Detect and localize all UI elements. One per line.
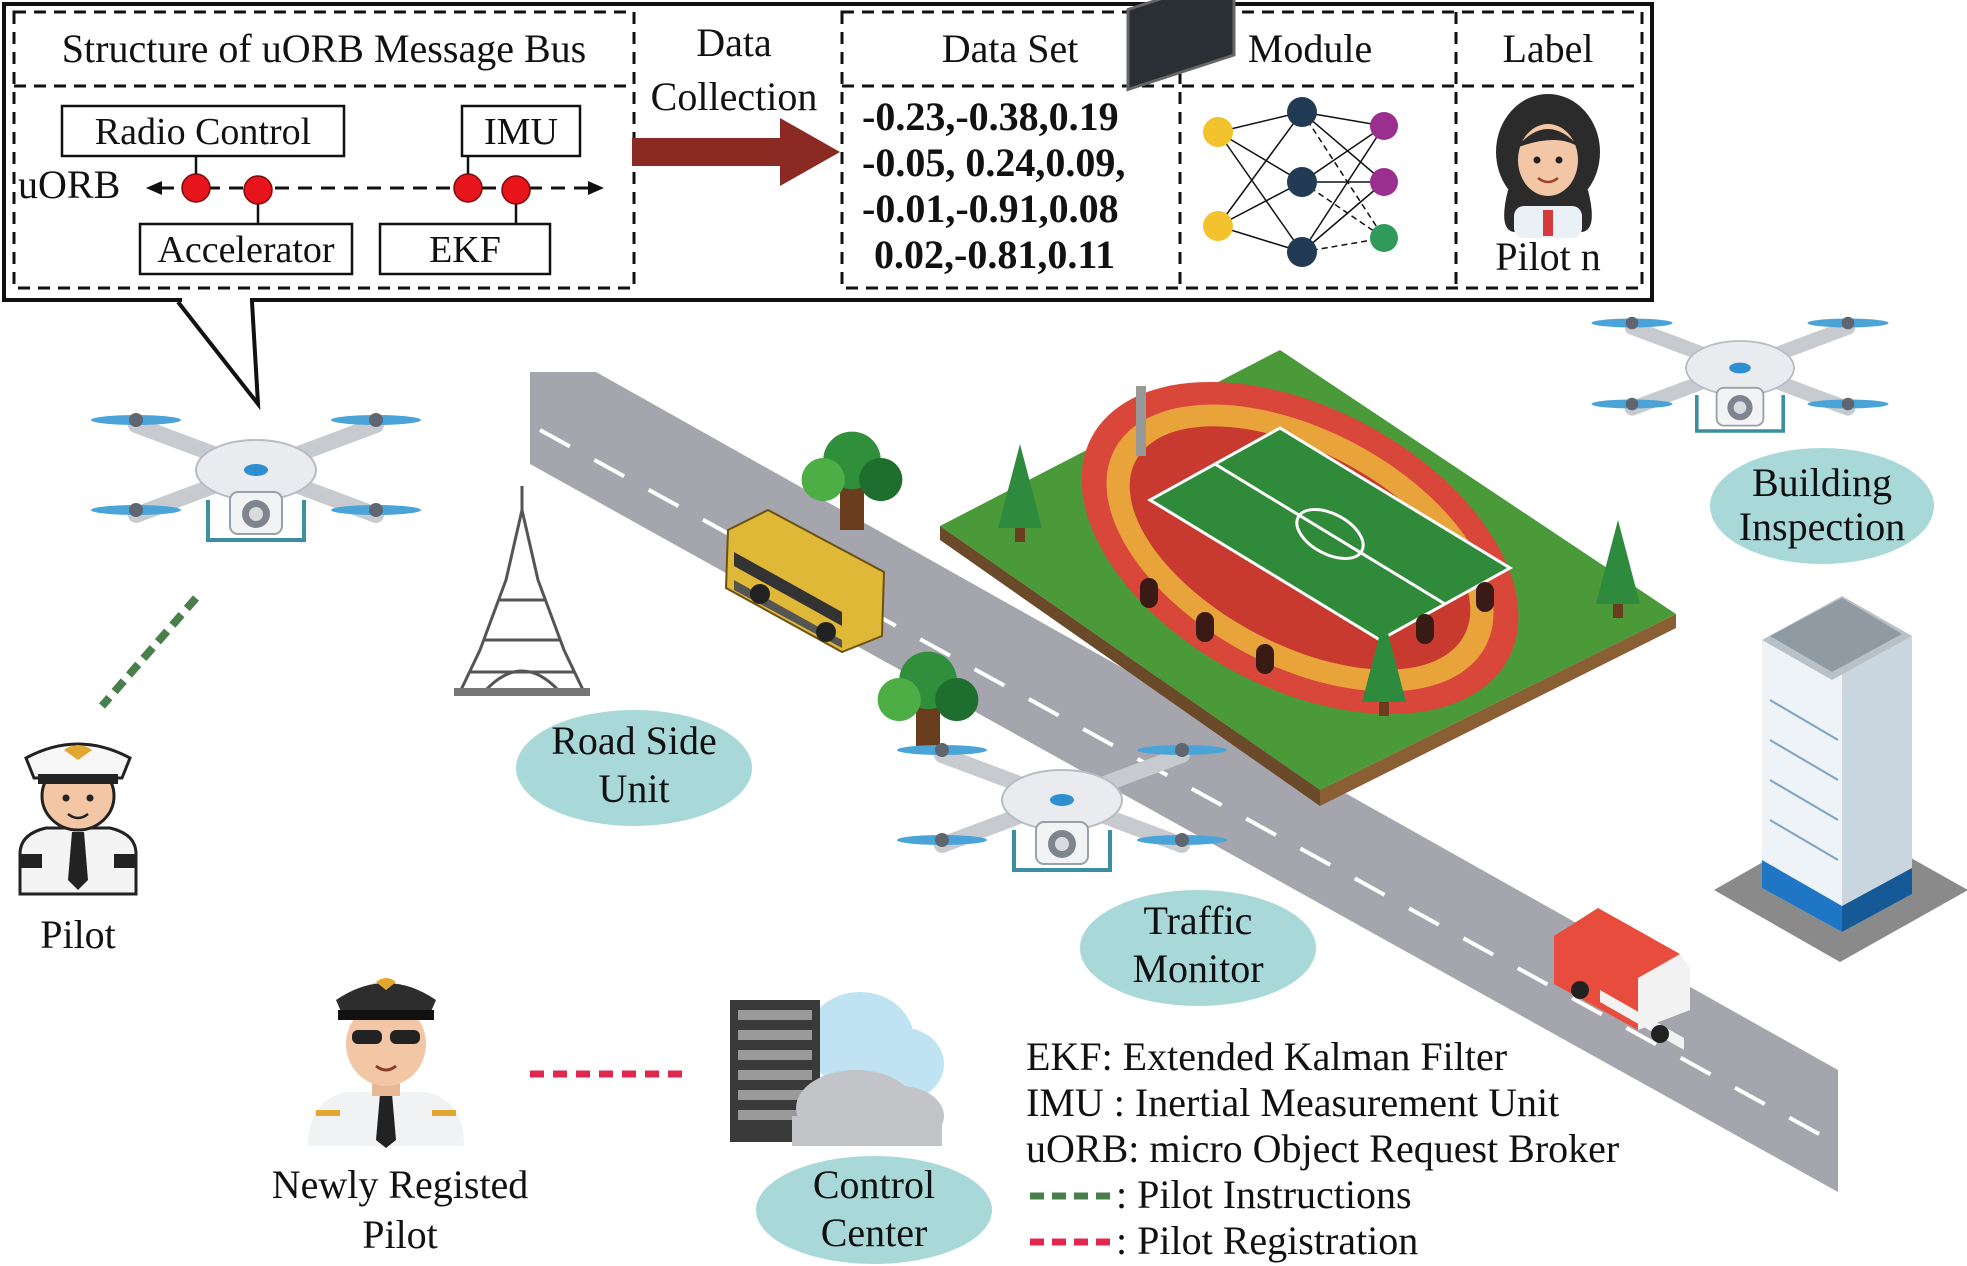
- road-side-unit-line2: Unit: [598, 766, 669, 811]
- pilot-avatar: [18, 742, 138, 896]
- traffic-monitor-bubble: Traffic Monitor: [1080, 890, 1316, 1006]
- traffic-monitor-line1: Traffic: [1144, 898, 1253, 943]
- uorb-box: [12, 10, 636, 290]
- imu-node: [460, 104, 582, 158]
- pilot-label: Pilot: [40, 912, 116, 957]
- accelerator-label: Accelerator: [157, 229, 335, 271]
- building-inspection-line2: Inspection: [1739, 504, 1906, 549]
- ekf-node: [378, 222, 552, 276]
- new-pilot-avatar: [308, 978, 464, 1148]
- building-inspection-line1: Building: [1752, 460, 1892, 505]
- header-module: Module: [1248, 26, 1372, 71]
- radio-control-node: [60, 104, 346, 158]
- building-inspection-bubble: Building Inspection: [1710, 448, 1934, 564]
- data-collection-arrow: [632, 118, 840, 186]
- data-collection-line2: Collection: [651, 74, 818, 119]
- label-pilot-n: Pilot n: [1495, 234, 1601, 279]
- dataset-row: -0.05, 0.24,0.09,: [862, 140, 1125, 185]
- legend-uorb: uORB: micro Object Request Broker: [1026, 1126, 1619, 1171]
- dataset-row: -0.01,-0.91,0.08: [862, 186, 1119, 231]
- neural-network-icon: [1203, 97, 1398, 267]
- building-icon: [1714, 596, 1967, 962]
- drone-icon: [1592, 317, 1889, 431]
- header-label: Label: [1502, 26, 1593, 71]
- legend-imu: IMU : Inertial Measurement Unit: [1026, 1080, 1559, 1125]
- dataset-values: -0.23,-0.38,0.19 -0.05, 0.24,0.09, -0.01…: [862, 94, 1125, 277]
- control-center-bubble: Control Center: [756, 1156, 992, 1264]
- control-center-line2: Center: [821, 1210, 928, 1255]
- pilot-instructions-link: [98, 595, 200, 709]
- accelerator-node: [138, 222, 354, 276]
- eiffel-tower-icon: [454, 486, 590, 696]
- dataset-table: [840, 10, 1644, 290]
- bus-icon: [724, 508, 886, 654]
- legend-registration: : Pilot Registration: [1116, 1218, 1418, 1263]
- stadium: [940, 0, 1676, 806]
- traffic-monitor-line2: Monitor: [1132, 946, 1263, 991]
- ambulance-icon: [1554, 908, 1690, 1050]
- header-data-set: Data Set: [942, 26, 1079, 71]
- callout-tail: [176, 300, 261, 411]
- radio-control-label: Radio Control: [95, 111, 311, 153]
- female-pilot-avatar: [1496, 94, 1600, 238]
- server-cloud-icon: [730, 992, 944, 1146]
- road-side-unit-bubble: Road Side Unit: [516, 710, 752, 826]
- data-collection-line1: Data: [696, 20, 772, 65]
- dataset-row: 0.02,-0.81,0.11: [874, 232, 1115, 277]
- uorb-label: uORB: [18, 162, 120, 207]
- road-side-unit-line1: Road Side: [551, 718, 717, 763]
- legend: EKF: Extended Kalman Filter IMU : Inerti…: [1026, 1034, 1619, 1263]
- uorb-title: Structure of uORB Message Bus: [62, 26, 586, 71]
- legend-instructions: : Pilot Instructions: [1116, 1172, 1412, 1217]
- dataset-row: -0.23,-0.38,0.19: [862, 94, 1119, 139]
- legend-ekf: EKF: Extended Kalman Filter: [1026, 1034, 1507, 1079]
- drone-icon: [91, 413, 421, 540]
- top-panel: Structure of uORB Message Bus uORB Radio…: [2, 2, 1654, 302]
- imu-label: IMU: [484, 111, 558, 153]
- control-center-line1: Control: [813, 1162, 935, 1207]
- new-pilot-label-line1: Newly Registed: [272, 1162, 529, 1207]
- new-pilot-label-line2: Pilot: [362, 1212, 438, 1257]
- ekf-label: EKF: [429, 229, 501, 271]
- bus-nodes: [181, 173, 531, 205]
